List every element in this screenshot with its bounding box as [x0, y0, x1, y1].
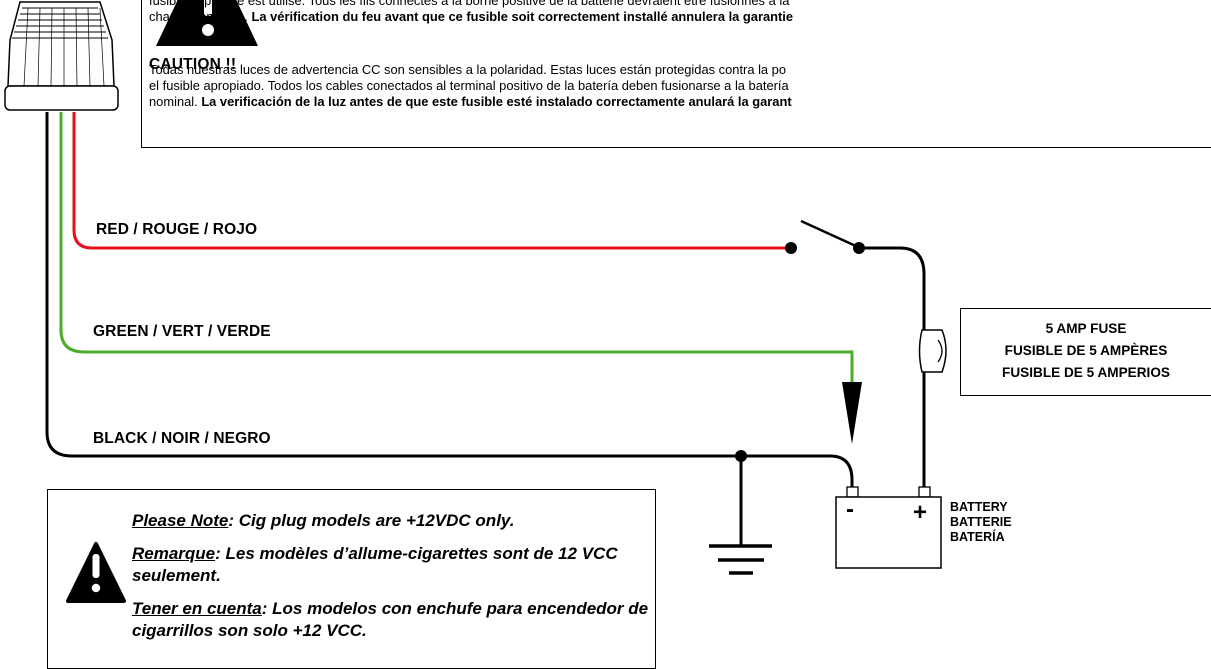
- caution-text-spanish: Todas nuestras luces de advertencia CC s…: [149, 62, 1089, 110]
- green-wire: [59, 112, 854, 382]
- beacon-light-icon: [4, 1, 119, 111]
- caution-warning-icon: [156, 0, 258, 46]
- note-spanish: Tener en cuenta: Los modelos con enchufe…: [132, 599, 649, 640]
- black-wire-label: BLACK / NOIR / NEGRO: [93, 430, 271, 447]
- caution-french-line2: charge nominale. La vérification du feu …: [149, 9, 794, 24]
- caution-box: [141, 0, 1211, 148]
- battery-icon: - +: [835, 486, 942, 569]
- red-wire-label: RED / ROUGE / ROJO: [96, 221, 258, 238]
- battery-label: BATTERY BATTERIE BATERÍA: [950, 500, 1012, 545]
- fuse-label-spanish: FUSIBLE DE 5 AMPERIOS: [1002, 365, 1170, 380]
- caution-spanish-line3: nominal. La verificación de la luz antes…: [149, 94, 792, 109]
- ground-symbol-icon: [709, 544, 772, 575]
- fuse-label-english: 5 AMP FUSE: [1045, 321, 1127, 336]
- green-wire-arrow: [842, 382, 862, 444]
- fuse-label-french: FUSIBLE DE 5 AMPÈRES: [1004, 343, 1168, 358]
- switch-icon: [785, 219, 865, 254]
- note-box: Please Note: Cig plug models are +12VDC …: [47, 489, 656, 669]
- fuse-label-box: 5 AMP FUSE FUSIBLE DE 5 AMPÈRES FUSIBLE …: [960, 308, 1211, 396]
- battery-label-french: BATTERIE: [950, 515, 1012, 529]
- caution-spanish-line2: el fusible apropiado. Todos los cables c…: [149, 78, 789, 93]
- caution-label: CAUTION !!: [149, 56, 237, 73]
- red-wire: [72, 112, 790, 250]
- note-french: Remarque: Les modèles d’allume-cigarette…: [132, 544, 618, 585]
- battery-label-spanish: BATERÍA: [950, 530, 1005, 544]
- battery-minus-sign: -: [846, 496, 854, 523]
- note-english: Please Note: Cig plug models are +12VDC …: [132, 511, 515, 530]
- black-wire: [45, 112, 854, 488]
- positive-wire: [859, 246, 926, 330]
- battery-plus-sign: +: [913, 499, 927, 526]
- caution-spanish-line1: Todas nuestras luces de advertencia CC s…: [149, 62, 787, 77]
- note-warning-icon: [66, 542, 126, 603]
- caution-french-line1: fusible approprié est utilisé. Tous les …: [149, 0, 790, 8]
- caution-text-french: fusible approprié est utilisé. Tous les …: [149, 0, 1089, 25]
- fuse-icon: [918, 329, 947, 373]
- battery-label-english: BATTERY: [950, 500, 1008, 514]
- green-wire-label: GREEN / VERT / VERDE: [93, 323, 271, 340]
